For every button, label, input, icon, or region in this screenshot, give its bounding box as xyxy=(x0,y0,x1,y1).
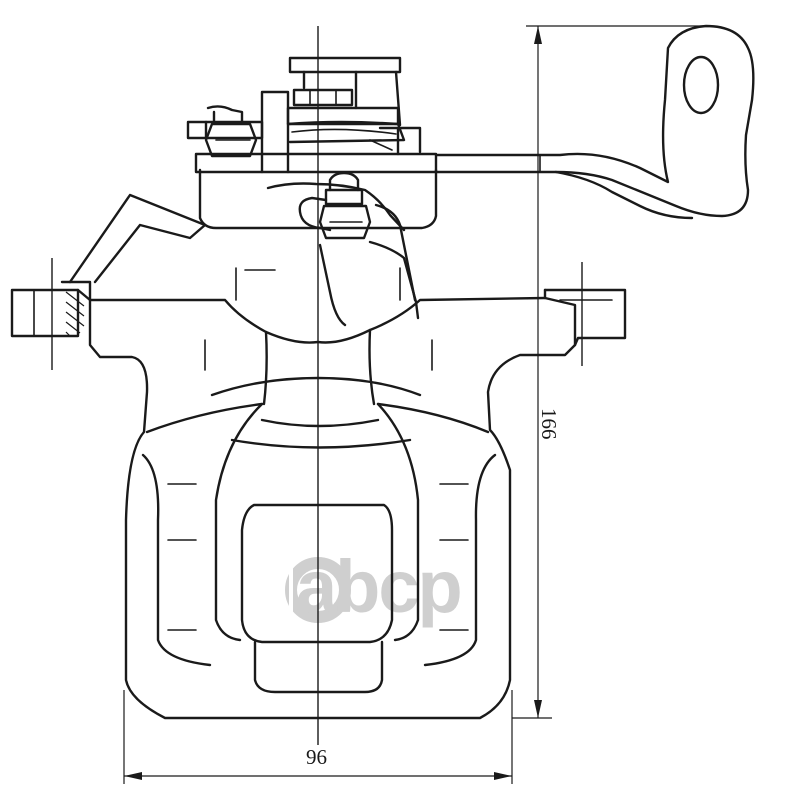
dimension-arrow xyxy=(534,700,542,718)
width-dimension-label: 96 xyxy=(306,745,327,769)
height-dimension-label: 166 xyxy=(537,408,561,440)
bleed-screw xyxy=(298,171,372,240)
dimension-arrow xyxy=(494,772,512,780)
body-inner-arch-2 xyxy=(145,402,490,434)
piston-bottom xyxy=(253,640,384,694)
body-upper-rib-right xyxy=(368,328,376,406)
body-detail-ticks xyxy=(167,267,469,631)
body-center-window xyxy=(240,503,394,644)
bracket-eye-hole xyxy=(682,55,720,115)
caliper-body-outline xyxy=(88,296,577,720)
body-side-left xyxy=(141,453,212,667)
body-center-right-rib xyxy=(376,402,420,642)
watermark-logo: abcp xyxy=(285,545,463,628)
handbrake-lever-assembly xyxy=(260,56,422,174)
bracket-arm xyxy=(434,24,755,220)
handbrake-housing xyxy=(194,152,438,232)
body-center-left-rib xyxy=(214,402,264,642)
dimension-arrow xyxy=(124,772,142,780)
cylinder-wall xyxy=(374,203,417,302)
dimension-arrow xyxy=(534,26,542,44)
lever-nut xyxy=(186,105,264,158)
right-mounting-ear xyxy=(543,262,627,366)
piston-cylinder xyxy=(318,240,420,327)
guide-pin-cover xyxy=(68,193,207,284)
watermark-text: abcp xyxy=(296,545,461,628)
body-inner-arch xyxy=(210,376,422,397)
body-bridge xyxy=(230,418,412,449)
body-upper-rib-left xyxy=(262,330,268,406)
section-hatch xyxy=(65,291,85,337)
left-mounting-ear xyxy=(10,258,92,370)
height-dimension: 166 xyxy=(512,25,712,719)
body-side-right xyxy=(423,453,497,667)
width-dimension: 96 xyxy=(123,690,513,784)
